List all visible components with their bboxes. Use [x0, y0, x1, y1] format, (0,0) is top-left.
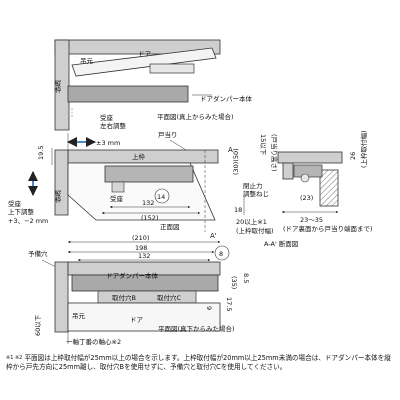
top-door-label: ドア — [138, 50, 152, 58]
front-damper-body — [104, 165, 194, 183]
top-plan-view: 縦枠 吊元 ドア ドアダンパー本体 平面図(真上からみた場合) — [53, 39, 253, 131]
dim-152: (152) — [141, 214, 158, 222]
front-mark-a: A — [228, 146, 233, 154]
top-arm-assembly — [149, 63, 195, 74]
front-seat-label: 受座 — [110, 194, 124, 203]
section-frame — [277, 151, 343, 164]
lr-adjust-label: 受座左右調整 — [100, 113, 127, 130]
dim-8-circle — [214, 245, 230, 261]
dim-26-label: 26 — [349, 152, 357, 160]
footnote-text: 平面図は上枠取付幅が25mm以上の場合を示します。上枠取付幅が20mm以上25m… — [6, 354, 391, 371]
front-jamb-label: 縦枠 — [53, 189, 61, 205]
dim-14: 14 — [157, 193, 165, 201]
bottom-stop-label: 吊元 — [72, 312, 86, 320]
closing-screw-label: 閉止力調整ねじ — [243, 181, 269, 198]
front-mark-a2: A' — [210, 232, 217, 240]
dim-15-label: 15以下 — [259, 134, 267, 156]
dim-23-label: (23) — [300, 194, 313, 202]
dim-60: 60以下 — [34, 314, 42, 336]
top-jamb — [54, 39, 70, 131]
ud-adjust-label: 受座上下調整 — [8, 199, 35, 216]
dim-23-35-note: (ドア裏面から戸当り端面まで) — [283, 224, 373, 233]
dim-18: 18 — [234, 206, 242, 214]
section-stop — [282, 162, 294, 180]
bottom-door-label: ドア — [130, 316, 144, 324]
dim-132: 132 — [142, 199, 154, 207]
dim-9: 9 — [205, 306, 213, 310]
top-stop-label: 吊元 — [80, 57, 94, 65]
bottom-plan-caption: 平面図(真下からみた場合) — [158, 324, 235, 333]
dim-210: (210) — [132, 234, 149, 242]
front-view: 受座左右調整 ±3 mm 19.5 受座上下調整 +3、−2 mm 上枠 戸当り… — [8, 113, 274, 240]
dim-23-35-label: 23〜35 — [300, 216, 323, 224]
bottom-jamb — [54, 261, 69, 333]
dim-19-5: 19.5 — [37, 146, 45, 160]
section-door-hatch — [319, 169, 339, 207]
footnote-mark: ※1 ※2 — [6, 355, 23, 361]
dim-20-plus: 20以上※1 — [236, 217, 267, 226]
bottom-body-label: ドアダンパー本体 — [106, 271, 159, 280]
hole-c-label: 取付穴C — [157, 293, 182, 302]
dim-198: 198 — [135, 244, 147, 252]
front-caption: 正面図 — [160, 223, 180, 231]
section-caption: A-A' 断面図 — [264, 239, 298, 248]
top-plan-caption: 平面図(真上からみた場合) — [157, 112, 234, 121]
top-body-label: ドアダンパー本体 — [200, 94, 253, 103]
axis-note: 一軸丁番の軸心※2 — [66, 337, 121, 346]
dim-30-50: (30)(50) — [232, 148, 240, 175]
top-door-leaf — [71, 47, 217, 77]
front-jamb — [54, 149, 69, 216]
footnote: ※1 ※2 平面図は上枠取付幅が25mm以上の場合を示します。上枠取付幅が20m… — [6, 354, 396, 371]
hole-b-label: 取付穴B — [112, 293, 136, 302]
front-frame-top-label: 上枠 — [132, 152, 146, 161]
dim-15-note: (戸当り高さ) — [270, 134, 279, 172]
section-adjust-screw — [300, 173, 310, 183]
section-width-note: (上枠取付幅) — [359, 130, 368, 168]
dim-132-bottom: 132 — [138, 252, 150, 260]
dim-20-note: (上枠取付幅) — [236, 226, 274, 235]
dim-35: (35) — [230, 276, 238, 289]
bottom-plan-view: 予備穴 (210) 198 132 8 ドアダンパー本体 取付穴B 取付穴C 吊… — [28, 234, 250, 346]
dim-17-5: 17.5 — [225, 297, 233, 311]
front-receiver-seat — [111, 181, 125, 193]
front-door-stop-label: 戸当り — [158, 130, 178, 139]
dim-8-5: 8.5 — [242, 273, 250, 283]
top-frame-label: 縦枠 — [53, 79, 61, 95]
dim-8: 8 — [219, 250, 223, 258]
bottom-door — [67, 302, 221, 332]
spare-hole-label: 予備穴 — [28, 249, 48, 258]
lr-adjust-value: ±3 mm — [96, 139, 120, 147]
dim-14-circle — [154, 188, 170, 204]
ud-adjust-value: +3、−2 mm — [8, 217, 48, 225]
section-view: 15以下 (戸当り高さ) 26 (上枠取付幅) (23) 23〜35 (ドア裏面… — [259, 130, 373, 248]
top-damper-body — [67, 85, 189, 103]
